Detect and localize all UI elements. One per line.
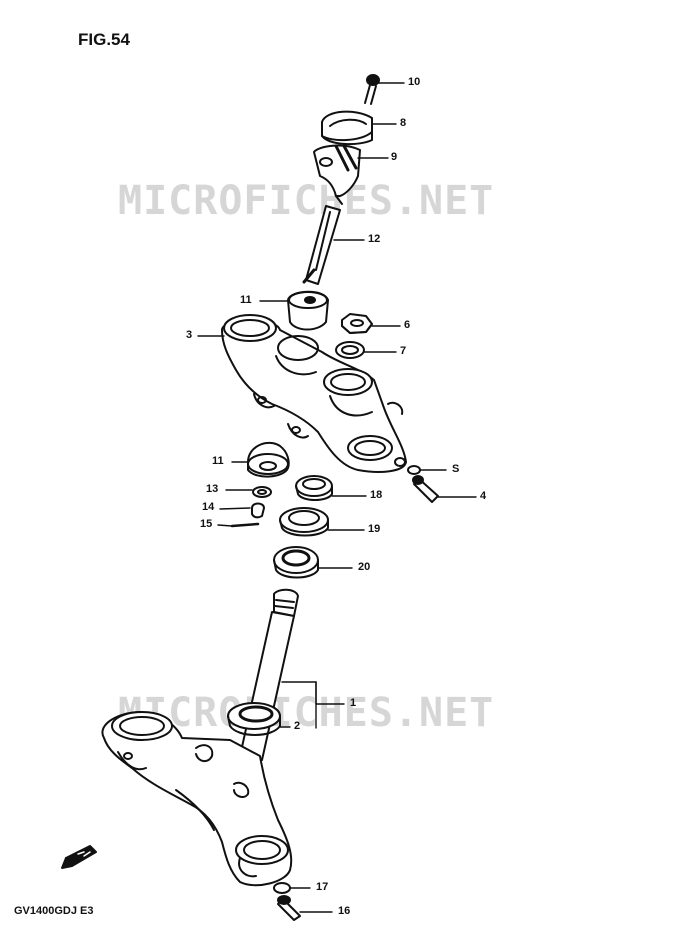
callout-8: 8 <box>400 117 407 129</box>
callout-20: 20 <box>358 561 371 573</box>
figure-title: FIG.54 <box>78 30 130 49</box>
part-1-steering-stem-lower-bracket <box>101 588 299 887</box>
callout-10: 10 <box>408 76 421 88</box>
watermark-bottom: MICROFICHES.NET <box>118 690 495 736</box>
callout-3: 3 <box>186 329 193 341</box>
callout-12: 12 <box>368 233 381 245</box>
part-13-washer <box>252 486 272 498</box>
callout-s: S <box>452 463 460 475</box>
part-9-handlebar-holder <box>313 144 361 205</box>
callout-11-lower: 11 <box>212 455 224 467</box>
callout-17: 17 <box>316 881 329 893</box>
direction-arrow-icon <box>61 845 97 869</box>
part-6-nut <box>341 313 373 334</box>
leader-lines <box>197 82 477 913</box>
callout-11-upper: 11 <box>240 294 252 306</box>
callout-7: 7 <box>400 345 407 357</box>
part-18-stem-nut <box>295 475 333 501</box>
part-14-nut <box>251 502 265 519</box>
part-4-bolt <box>412 475 439 503</box>
callout-13: 13 <box>206 483 219 495</box>
part-17-washer <box>273 882 291 894</box>
callout-6: 6 <box>404 319 411 331</box>
part-11-cap-upper <box>287 290 329 331</box>
part-7-washer <box>335 341 365 359</box>
part-20-bearing <box>273 546 319 579</box>
callout-16: 16 <box>338 905 351 917</box>
watermark-top: MICROFICHES.NET <box>118 178 495 224</box>
part-19-dust-seal <box>279 507 329 537</box>
part-11-cap-lower <box>247 441 290 478</box>
callout-4: 4 <box>480 490 487 502</box>
part-15-pin <box>230 522 260 528</box>
callout-9: 9 <box>391 151 398 163</box>
callout-19: 19 <box>368 523 381 535</box>
part-10-bolt <box>364 74 380 105</box>
part-s-washer <box>407 465 421 475</box>
callout-18: 18 <box>370 489 383 501</box>
callout-1: 1 <box>350 697 357 709</box>
part-16-bolt <box>277 895 301 921</box>
callout-2: 2 <box>294 720 301 732</box>
callout-14: 14 <box>202 501 215 513</box>
model-code: GV1400GDJ E3 <box>14 905 94 917</box>
part-8-clamp-cap <box>321 110 373 146</box>
callout-15: 15 <box>200 518 213 530</box>
part-3-upper-bracket <box>221 314 407 473</box>
part-12-stem-bolt <box>302 205 341 285</box>
